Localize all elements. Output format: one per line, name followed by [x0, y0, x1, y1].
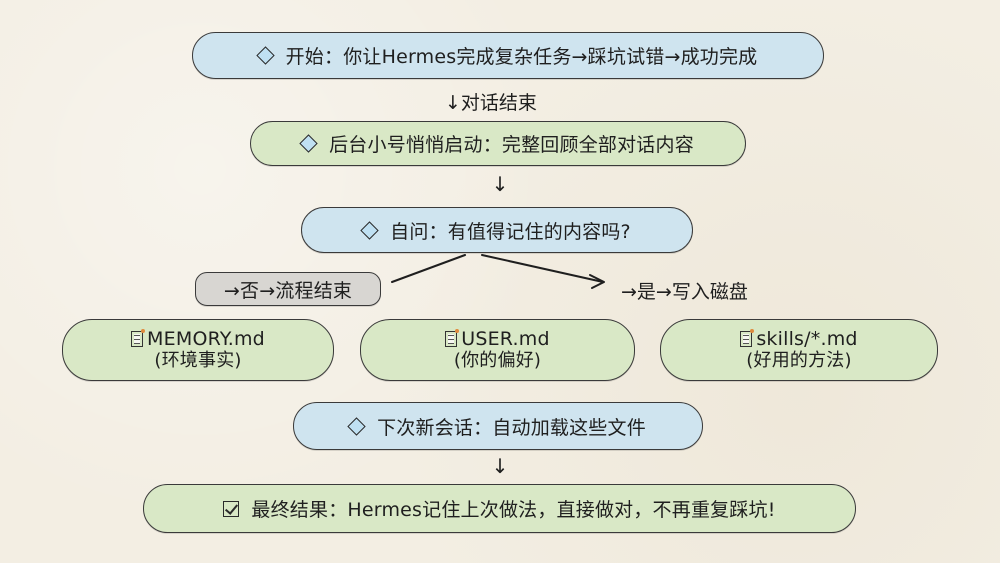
file-title: USER.md [445, 328, 550, 350]
file-description: (你的偏好) [453, 350, 542, 371]
next-session-node: 下次新会话：自动加载这些文件 [293, 402, 703, 450]
self-question-node: 自问：有值得记住的内容吗? [301, 207, 693, 253]
diamond-icon [347, 416, 366, 436]
final-result-text: 最终结果：Hermes记住上次做法，直接做对，不再重复踩坑! [251, 499, 776, 521]
checkbox-icon [223, 500, 240, 517]
document-icon [740, 329, 755, 347]
next-session-text: 下次新会话：自动加载这些文件 [377, 416, 646, 439]
diamond-icon [299, 134, 318, 153]
file-description: (好用的方法) [746, 350, 852, 371]
file-name: MEMORY.md [147, 328, 265, 350]
final-result-node: 最终结果：Hermes记住上次做法，直接做对，不再重复踩坑! [143, 484, 856, 533]
start-node-text: 开始：你让Hermes完成复杂任务→踩坑试错→成功完成 [285, 46, 758, 68]
background-review-node: 后台小号悄悄启动：完整回顾全部对话内容 [250, 121, 746, 166]
branch-no-node: →否→流程结束 [195, 272, 381, 306]
arrow-down-icon: ↓ [491, 172, 509, 196]
file-title: skills/*.md [740, 328, 857, 350]
branch-yes-label: →是→写入磁盘 [621, 281, 748, 303]
diamond-icon [360, 220, 379, 240]
file-node-memory: MEMORY.md (环境事实) [62, 319, 334, 381]
file-name: skills/*.md [756, 328, 858, 350]
self-question-text: 自问：有值得记住的内容吗? [390, 220, 631, 243]
file-name: USER.md [461, 328, 550, 350]
document-icon [445, 329, 460, 347]
file-description: (环境事实) [154, 350, 242, 371]
background-review-text: 后台小号悄悄启动：完整回顾全部对话内容 [329, 134, 694, 156]
edge-label-conversation-end: ↓对话结束 [445, 92, 537, 114]
file-node-skills: skills/*.md (好用的方法) [660, 319, 938, 381]
start-node: 开始：你让Hermes完成复杂任务→踩坑试错→成功完成 [192, 32, 824, 79]
file-title: MEMORY.md [131, 328, 265, 350]
file-node-user: USER.md (你的偏好) [360, 319, 635, 381]
diamond-icon [255, 46, 275, 65]
arrow-down-icon: ↓ [491, 454, 509, 478]
document-icon [131, 329, 146, 347]
branch-no-text: →否→流程结束 [223, 279, 353, 302]
